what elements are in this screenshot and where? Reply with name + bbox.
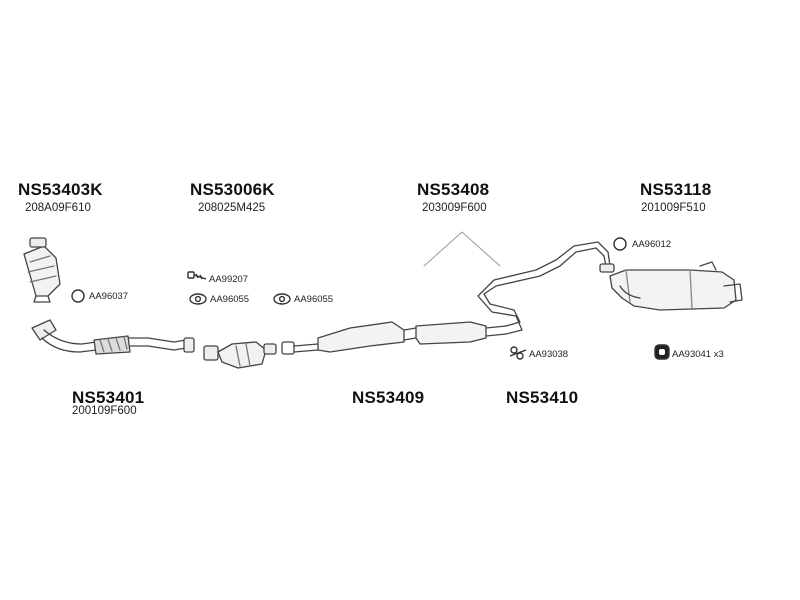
rear-silencer	[609, 261, 743, 311]
part-number-ns53409: NS53409	[352, 388, 425, 407]
oem-number: 208A09F610	[25, 202, 91, 214]
part-number-ns53403k: NS53403K	[18, 180, 103, 199]
bolt-icon	[187, 271, 207, 280]
rear-catalytic-converter	[203, 341, 277, 369]
flange-gasket-icon	[273, 293, 291, 305]
part-number-ns53006k: NS53006K	[190, 180, 275, 199]
accessory-code: AA96055	[210, 294, 250, 305]
front-catalytic-converter	[23, 237, 61, 303]
accessory-code: AA93038	[529, 349, 569, 360]
ring-gasket-icon	[71, 289, 85, 303]
oem-number: 200109F600	[72, 405, 137, 417]
flange-gasket-icon	[189, 293, 207, 305]
accessory-code: AA96055	[294, 294, 334, 305]
part-number-ns53118: NS53118	[640, 180, 712, 199]
rear-pipe	[477, 241, 615, 335]
ring-gasket-icon	[613, 237, 627, 251]
accessory-code: AA99207	[209, 274, 249, 285]
part-number-ns53401: NS53401	[72, 388, 145, 407]
guide-line	[423, 231, 501, 267]
oem-number: 208025M425	[198, 202, 266, 214]
rubber-hanger-icon	[509, 346, 527, 360]
accessory-code: AA96037	[89, 291, 129, 302]
middle-pipe-resonator	[281, 321, 507, 355]
oem-number: 203009F600	[422, 202, 487, 214]
oem-number: 201009F510	[641, 202, 706, 214]
front-pipe	[31, 319, 195, 355]
part-number-ns53410: NS53410	[506, 388, 579, 407]
accessory-code: AA96012	[632, 239, 672, 250]
part-number-ns53408: NS53408	[417, 180, 490, 199]
rubber-mount-icon	[654, 344, 670, 360]
accessory-code: AA93041 x3	[672, 349, 724, 360]
